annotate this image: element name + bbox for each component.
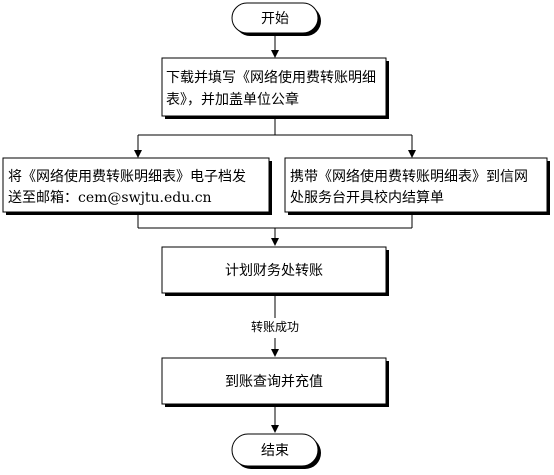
step-email-line1: 将《网络使用费转账明细表》电子档发 — [8, 168, 246, 185]
step-email-line2: 送至邮箱：cem@swjtu.edu.cn — [8, 190, 212, 206]
step-check-recharge: 到账查询并充值 — [161, 357, 389, 407]
start-node: 开始 — [231, 2, 321, 36]
step-download-form: 下载并填写《网络使用费转账明细 表》，并加盖单位公章 — [161, 57, 389, 119]
step-check-label: 到账查询并充值 — [225, 374, 323, 390]
step-bring-line1: 携带《网络使用费转账明细表》到信网 — [290, 168, 528, 185]
step-bring-form: 携带《网络使用费转账明细表》到信网 处服务台开具校内结算单 — [284, 157, 550, 215]
step-download-line2: 表》，并加盖单位公章 — [166, 91, 299, 108]
end-node: 结束 — [231, 433, 321, 469]
edge-label-transfer-success: 转账成功 — [251, 319, 299, 334]
step-finance-transfer: 计划财务处转账 — [161, 246, 389, 296]
step-download-line1: 下载并填写《网络使用费转账明细 — [166, 69, 376, 86]
step-email-form: 将《网络使用费转账明细表》电子档发 送至邮箱：cem@swjtu.edu.cn — [2, 157, 272, 215]
start-label: 开始 — [261, 11, 289, 27]
step-finance-label: 计划财务处转账 — [225, 263, 323, 279]
end-label: 结束 — [261, 443, 289, 459]
step-bring-line2: 处服务台开具校内结算单 — [290, 189, 444, 206]
